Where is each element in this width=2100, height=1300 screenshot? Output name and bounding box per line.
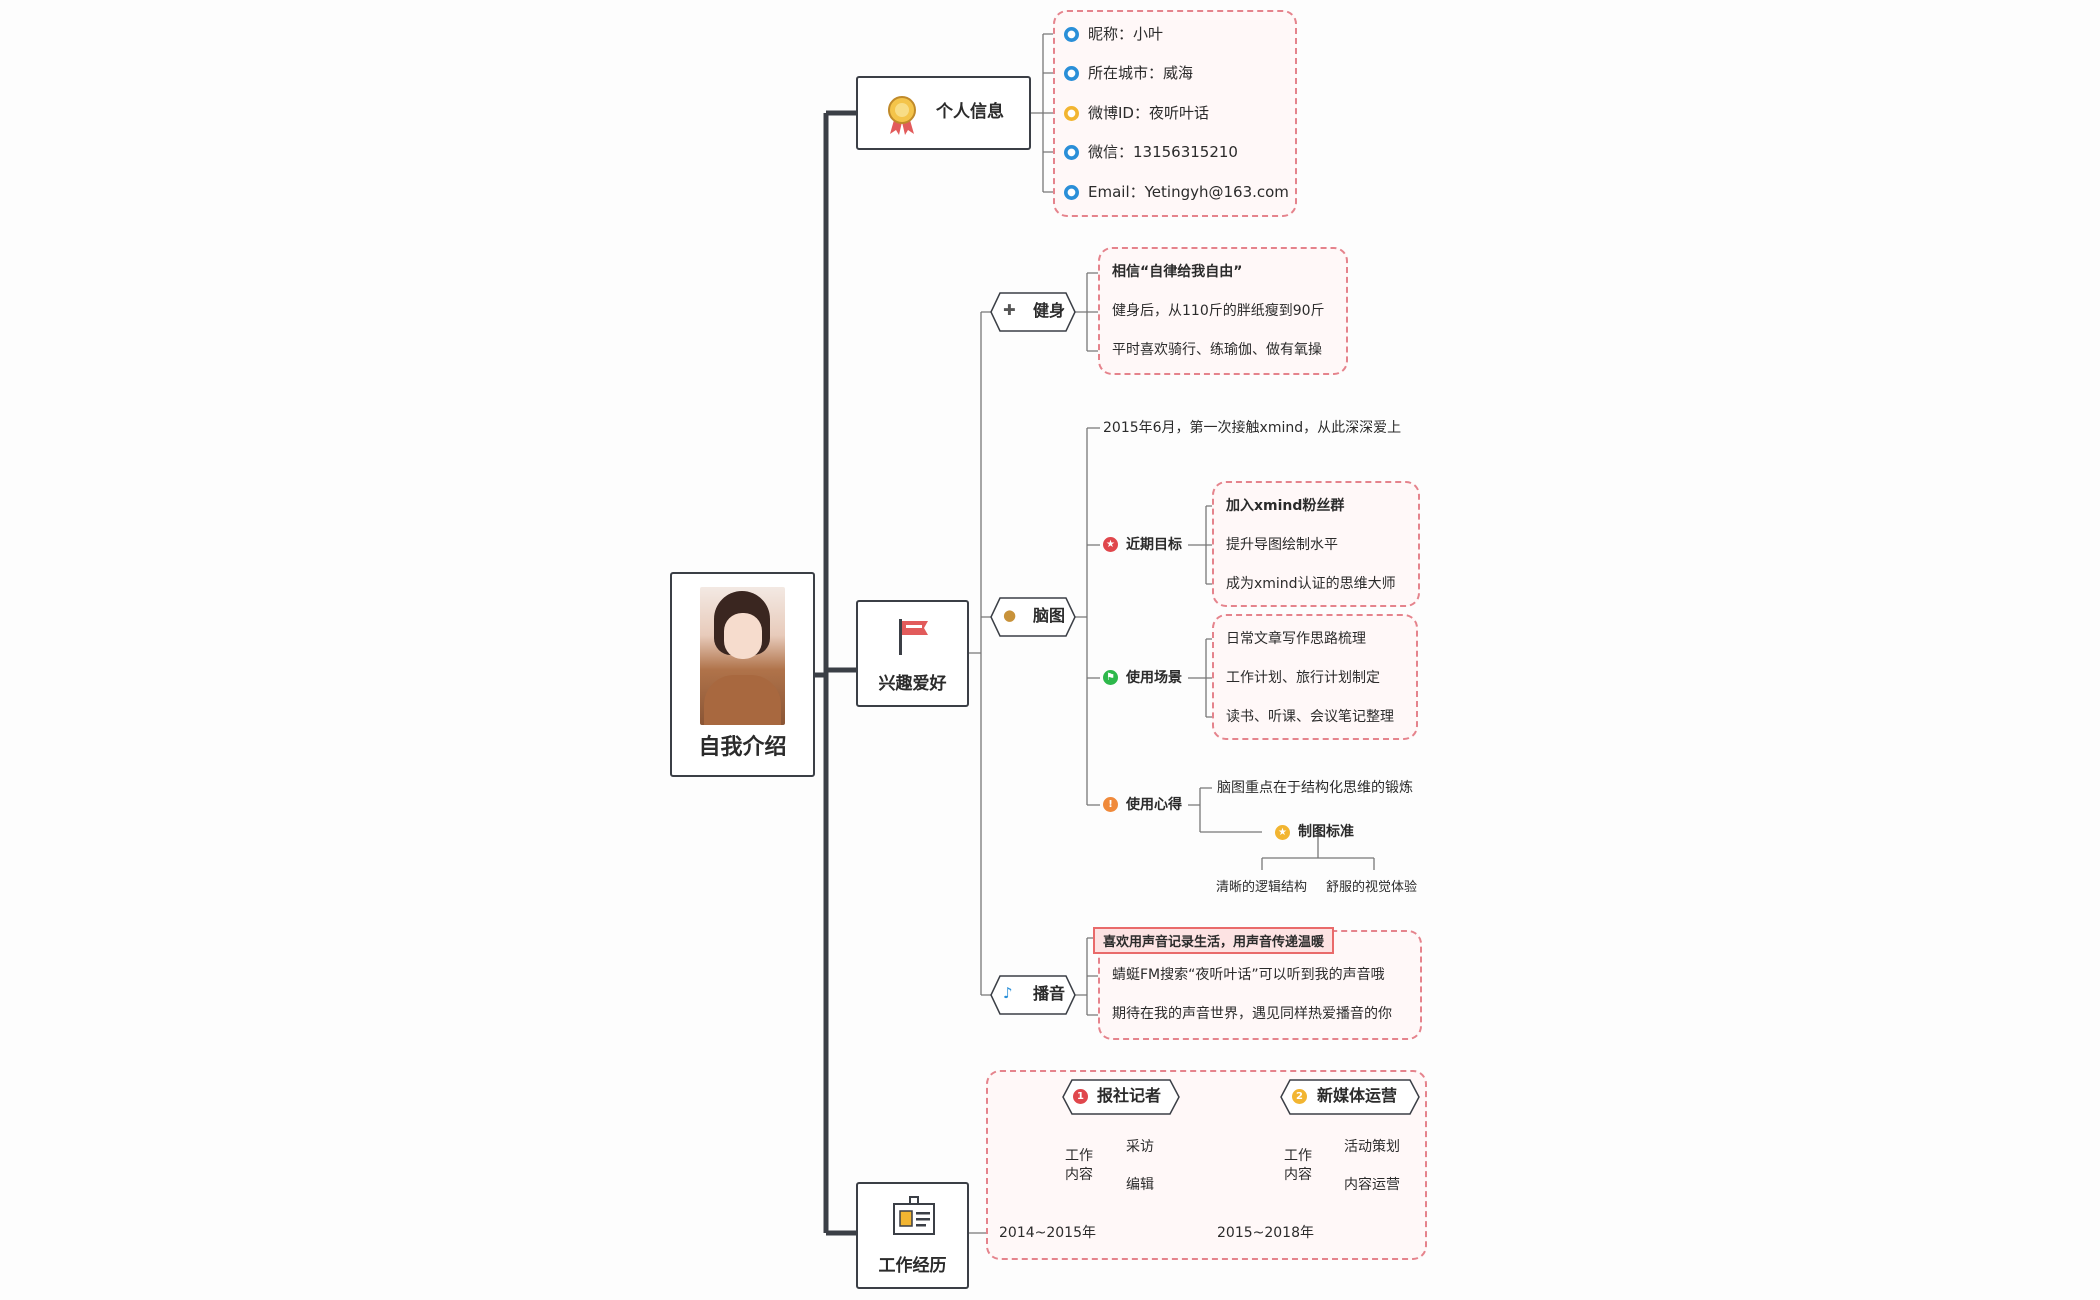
job-1-period[interactable]: 2014~2015年 bbox=[999, 1225, 1096, 1241]
personal-item-wechat[interactable]: 微信：13156315210 bbox=[1088, 143, 1238, 161]
job-2-node[interactable] bbox=[1280, 1079, 1420, 1115]
job-2-content-label-2: 内容 bbox=[1284, 1167, 1312, 1183]
medal-icon bbox=[882, 92, 922, 136]
personal-item-city[interactable]: 所在城市：威海 bbox=[1088, 64, 1194, 82]
personal-info-node[interactable]: 个人信息 bbox=[856, 76, 1031, 150]
goal-item-1[interactable]: 加入xmind粉丝群 bbox=[1226, 498, 1345, 514]
fitness-item-3[interactable]: 平时喜欢骑行、练瑜伽、做有氧操 bbox=[1112, 342, 1322, 358]
work-label: 工作经历 bbox=[878, 1256, 947, 1276]
fitness-node[interactable] bbox=[990, 292, 1076, 332]
palette-icon: ● bbox=[1003, 606, 1017, 624]
email-icon: ● bbox=[1064, 185, 1079, 200]
standard-item-2[interactable]: 舒服的视觉体验 bbox=[1326, 880, 1418, 895]
job-2-item-1[interactable]: 活动策划 bbox=[1344, 1139, 1400, 1155]
scenes-label[interactable]: 使用场景 bbox=[1126, 670, 1182, 686]
broadcast-item-1[interactable]: 蜻蜓FM搜索“夜听叶话”可以听到我的声音哦 bbox=[1112, 967, 1385, 983]
number-1-badge: 1 bbox=[1073, 1089, 1088, 1104]
goal-item-2[interactable]: 提升导图绘制水平 bbox=[1226, 537, 1338, 553]
star-yellow-icon: ★ bbox=[1275, 825, 1290, 840]
star-icon: ★ bbox=[1103, 537, 1118, 552]
job-1-item-1[interactable]: 采访 bbox=[1126, 1139, 1154, 1155]
broadcast-node[interactable] bbox=[990, 975, 1076, 1015]
weibo-icon: ● bbox=[1064, 106, 1079, 121]
job-1-content-label-2: 内容 bbox=[1065, 1167, 1093, 1183]
phone-icon: ● bbox=[1064, 145, 1079, 160]
number-2-badge: 2 bbox=[1292, 1089, 1307, 1104]
goal-item-3[interactable]: 成为xmind认证的思维大师 bbox=[1226, 576, 1396, 592]
fitness-label: 健身 bbox=[1033, 301, 1066, 320]
dumbbell-icon: ✚ bbox=[1003, 301, 1016, 319]
standard-item-1[interactable]: 清晰的逻辑结构 bbox=[1216, 880, 1308, 895]
personal-item-nickname[interactable]: 昵称：小叶 bbox=[1088, 25, 1164, 43]
job-2-title: 新媒体运营 bbox=[1317, 1086, 1398, 1105]
goals-label[interactable]: 近期目标 bbox=[1126, 537, 1182, 553]
job-1-item-2[interactable]: 编辑 bbox=[1126, 1177, 1154, 1193]
fitness-item-1[interactable]: 相信“自律给我自由” bbox=[1112, 264, 1243, 280]
scene-item-3[interactable]: 读书、听课、会议笔记整理 bbox=[1226, 709, 1394, 725]
job-2-item-2[interactable]: 内容运营 bbox=[1344, 1177, 1400, 1193]
broadcast-callout[interactable]: 喜欢用声音记录生活，用声音传递温暖 bbox=[1093, 927, 1335, 954]
exclamation-icon: ! bbox=[1103, 797, 1118, 812]
insights-label[interactable]: 使用心得 bbox=[1126, 797, 1182, 813]
scenes-group bbox=[1212, 614, 1418, 740]
hobbies-node[interactable]: 兴趣爱好 bbox=[856, 600, 969, 707]
user-icon: ● bbox=[1064, 27, 1079, 42]
broadcast-item-2[interactable]: 期待在我的声音世界，遇见同样热爱播音的你 bbox=[1112, 1006, 1392, 1022]
mindmap-label: 脑图 bbox=[1033, 606, 1066, 625]
job-1-title: 报社记者 bbox=[1097, 1086, 1162, 1105]
job-2-content-label-1: 工作 bbox=[1284, 1148, 1312, 1164]
broadcast-label: 播音 bbox=[1033, 984, 1066, 1003]
job-1-content-label-1: 工作 bbox=[1065, 1148, 1093, 1164]
hobbies-label: 兴趣爱好 bbox=[878, 674, 947, 694]
goals-group bbox=[1212, 481, 1420, 607]
mindmap-node[interactable] bbox=[990, 597, 1076, 637]
scene-item-2[interactable]: 工作计划、旅行计划制定 bbox=[1226, 670, 1380, 686]
scene-item-1[interactable]: 日常文章写作思路梳理 bbox=[1226, 631, 1366, 647]
microphone-icon: ♪ bbox=[1003, 984, 1013, 1002]
personal-item-email[interactable]: Email：Yetingyh@163.com bbox=[1088, 183, 1289, 201]
mindmap-first-contact[interactable]: 2015年6月，第一次接触xmind，从此深深爱上 bbox=[1103, 420, 1402, 436]
fitness-item-2[interactable]: 健身后，从110斤的胖纸瘦到90斤 bbox=[1112, 303, 1325, 319]
avatar bbox=[700, 587, 785, 725]
flag-icon bbox=[894, 616, 934, 656]
fitness-group bbox=[1098, 247, 1348, 375]
personal-info-label: 个人信息 bbox=[936, 102, 1004, 122]
insights-point[interactable]: 脑图重点在于结构化思维的锻炼 bbox=[1217, 780, 1413, 796]
job-2-period[interactable]: 2015~2018年 bbox=[1217, 1225, 1314, 1241]
root-node[interactable]: 自我介绍 bbox=[670, 572, 815, 777]
id-card-icon bbox=[892, 1196, 936, 1238]
flag-green-icon: ⚑ bbox=[1103, 670, 1118, 685]
root-label: 自我介绍 bbox=[698, 735, 787, 760]
location-pin-icon: ● bbox=[1064, 66, 1079, 81]
standard-label[interactable]: 制图标准 bbox=[1298, 824, 1354, 840]
personal-info-group bbox=[1053, 10, 1297, 217]
personal-item-weibo[interactable]: 微博ID：夜听叶话 bbox=[1088, 104, 1209, 122]
work-node[interactable]: 工作经历 bbox=[856, 1182, 969, 1289]
job-1-node[interactable] bbox=[1062, 1079, 1180, 1115]
